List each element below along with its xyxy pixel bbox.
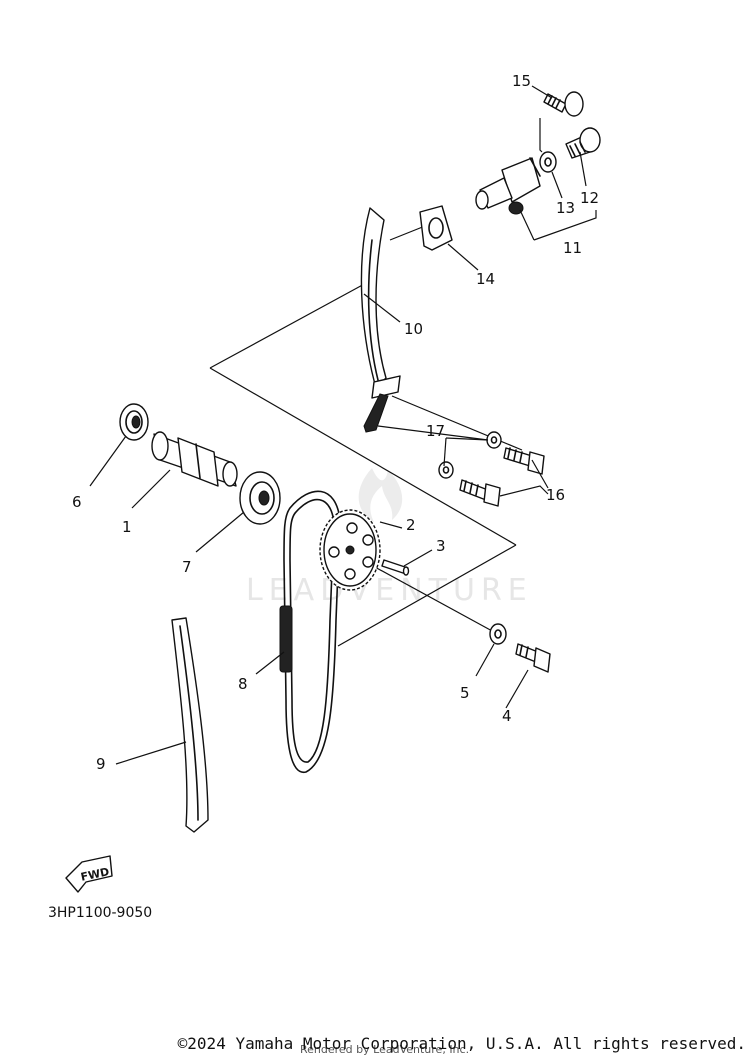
callout-8: 8 <box>238 675 248 693</box>
copyright-notice: ©2024 Yamaha Motor Corporation, U.S.A. A… <box>177 1034 746 1053</box>
callout-leaders <box>89 85 597 765</box>
fwd-label: FWD <box>80 865 111 884</box>
watermark: LEADVENTURE <box>246 468 533 608</box>
callout-15: 15 <box>512 72 531 90</box>
part-12-bolt[interactable] <box>565 127 601 159</box>
part-3-pin[interactable] <box>381 559 410 576</box>
part-13-washer[interactable] <box>539 151 557 173</box>
fwd-arrow: FWD <box>65 855 113 893</box>
callout-12: 12 <box>580 189 599 207</box>
callout-17: 17 <box>426 422 445 440</box>
part-7-bearing[interactable] <box>239 471 281 525</box>
part-6-bearing[interactable] <box>119 403 149 441</box>
callout-6: 6 <box>72 493 82 511</box>
diagram-code: 3HP1100-9050 <box>48 905 153 921</box>
callout-4: 4 <box>502 707 512 725</box>
part-8-timing-chain[interactable] <box>279 490 341 773</box>
callout-7: 7 <box>182 558 192 576</box>
callout-9: 9 <box>96 755 106 773</box>
callout-3: 3 <box>436 537 446 555</box>
part-16-bolts[interactable] <box>459 447 545 507</box>
callout-labels: 15 12 13 11 14 10 17 16 2 3 5 4 6 1 7 8 … <box>72 72 599 773</box>
callout-10: 10 <box>404 320 423 338</box>
callout-13: 13 <box>556 199 575 217</box>
part-2-sprocket[interactable] <box>319 509 381 591</box>
callout-16: 16 <box>546 486 565 504</box>
watermark-text: LEADVENTURE <box>246 573 533 608</box>
callout-11: 11 <box>563 239 582 257</box>
part-5-washer[interactable] <box>489 623 507 645</box>
part-15-bolt[interactable] <box>543 91 584 117</box>
rendered-by-credit: Rendered by LeadVenture, Inc. <box>300 1043 470 1056</box>
callout-14: 14 <box>476 270 495 288</box>
part-9-chain-guide[interactable] <box>171 617 209 833</box>
part-14-gasket[interactable] <box>419 205 453 251</box>
part-11-tensioner[interactable] <box>475 157 541 215</box>
part-4-bolt[interactable] <box>515 643 551 673</box>
callout-5: 5 <box>460 684 470 702</box>
callout-2: 2 <box>406 516 416 534</box>
part-10-chain-guide[interactable] <box>360 207 401 433</box>
part-1-camshaft[interactable] <box>151 431 238 487</box>
callout-1: 1 <box>122 518 132 536</box>
